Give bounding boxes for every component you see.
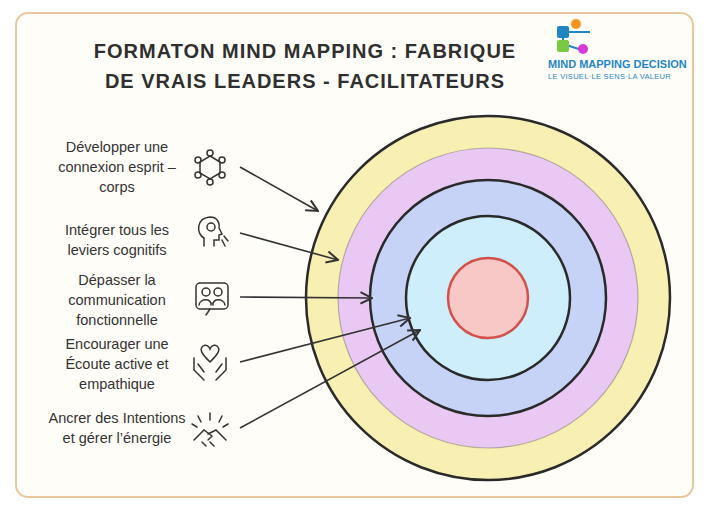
frame [16,13,693,497]
network-icon [195,150,225,185]
pointer-arrows [240,167,420,428]
side-label: Ancrer des Intentions et gérer l’énergie [48,408,186,448]
icons [192,150,228,446]
head-gear-icon [199,217,228,246]
handshake-icon [192,413,228,446]
people-icon [196,283,228,315]
logo-tagline: LE VISUEL·LE SENS·LA VALEUR [548,72,671,81]
heart-hands-icon [194,345,226,380]
side-label: Encourager une Écoute active et empathiq… [48,334,186,394]
side-label: Dépasser la communication fonctionnelle [48,270,186,330]
title: FORMATON MIND MAPPING : FABRIQUE DE VRAI… [80,36,530,96]
logo-name: MIND MAPPING DECISION [548,58,687,70]
side-label: Développer une connexion esprit – corps [48,137,186,197]
side-label: Intégrer tous les leviers cognitifs [48,220,186,260]
logo-mark [557,19,590,54]
